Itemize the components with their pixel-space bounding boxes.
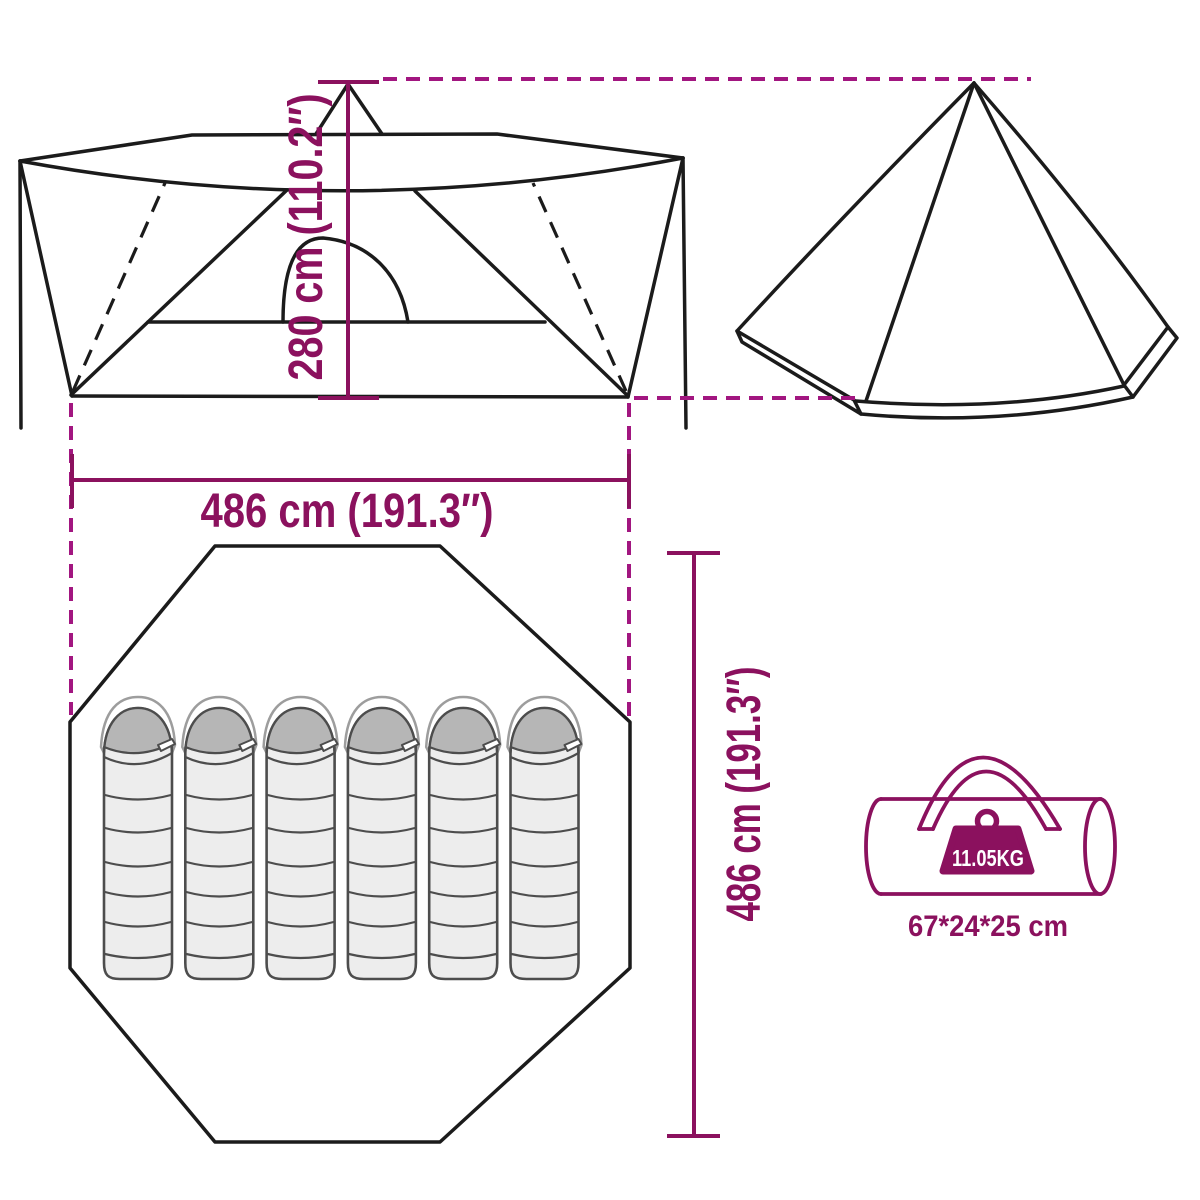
tent-side-view (735, 81, 1179, 420)
front-top-edge (18, 132, 685, 163)
carry-bag-cylinder-right-cap (1083, 797, 1117, 896)
floor-octagon-outline (68, 544, 632, 1144)
side-skirt-bottom (859, 395, 1135, 420)
weight-icon (939, 825, 1035, 875)
front-right-slope (626, 156, 685, 399)
carry-bag-cylinder-left-cap (864, 797, 883, 896)
carry-bag-handle-inner (931, 769, 1048, 831)
side-right-leg (972, 81, 1170, 329)
sleeping-bag (424, 695, 502, 981)
carry-bag: 11.05KG 67*24*25 cm (864, 755, 1117, 943)
side-center-seam (864, 81, 976, 403)
height-dimension: 280 cm (110.2″) (280, 77, 1031, 400)
package-size-label: 67*24*25 cm (908, 910, 1068, 943)
side-right-seam (972, 81, 1126, 387)
front-door-arch (281, 236, 410, 324)
front-right-guy-line (681, 156, 688, 430)
front-roof-curve (18, 156, 685, 193)
sleeping-bag (99, 695, 177, 981)
sleeping-bag (343, 695, 421, 981)
front-right-seam-dashed (531, 182, 628, 392)
depth-dimension: 486 cm (191.3″) (667, 551, 771, 1138)
side-left-flap (735, 329, 863, 416)
package-weight-label: 11.05KG (952, 845, 1024, 871)
front-left-seam-dashed (71, 182, 167, 392)
front-left-slope (18, 159, 74, 398)
front-left-seam (69, 188, 289, 397)
sleeping-bag (506, 695, 583, 981)
width-dimension-label: 486 cm (191.3″) (201, 485, 494, 538)
depth-dimension-label: 486 cm (191.3″) (718, 667, 771, 922)
sleeping-bag (181, 695, 258, 981)
side-right-flap (1122, 325, 1179, 399)
front-right-seam (413, 189, 630, 398)
height-dimension-label: 280 cm (110.2″) (280, 94, 333, 381)
sleeping-bag (262, 695, 339, 981)
side-skirt-top (854, 384, 1126, 407)
side-left-leg (735, 81, 976, 333)
tent-front-view (18, 82, 688, 430)
front-left-guy-line (18, 159, 23, 430)
width-dimension: 486 cm (191.3″) (69, 403, 631, 717)
tent-floor-plan (68, 544, 632, 1144)
